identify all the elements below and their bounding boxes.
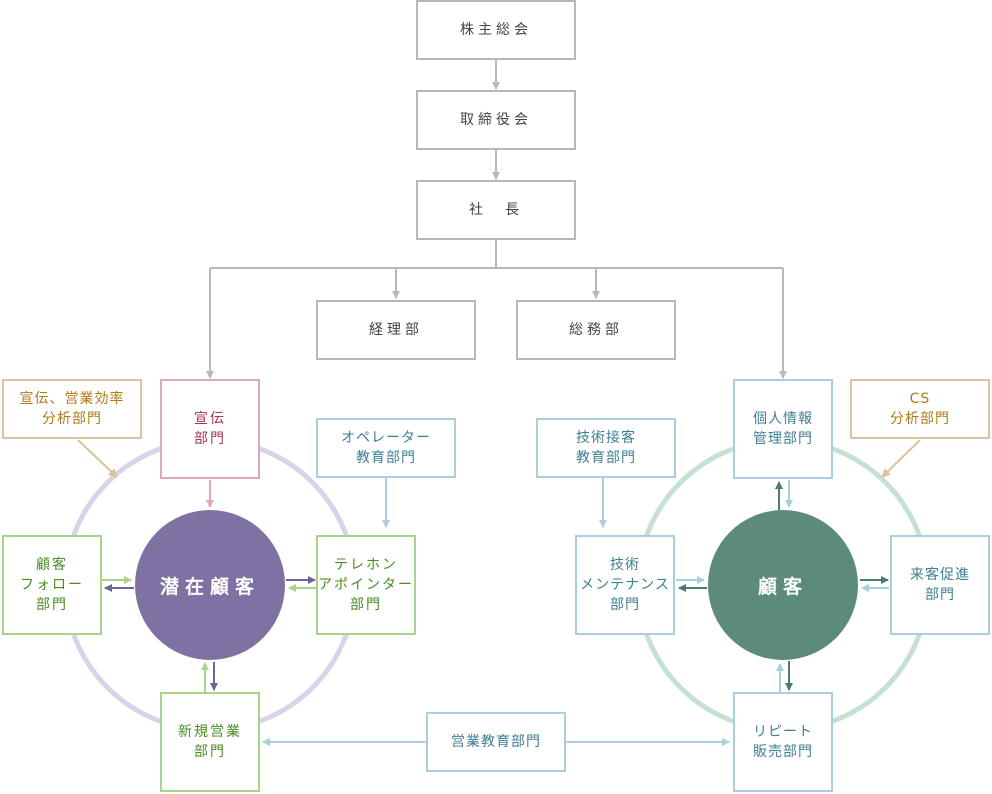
telephone-appointer-box: テレホン アポインター 部門 (316, 535, 416, 635)
board-box: 取締役会 (416, 90, 576, 150)
accounting-box: 経理部 (316, 300, 476, 360)
cs-analysis-box: CS 分析部門 (850, 379, 990, 439)
president-box: 社 長 (416, 180, 576, 240)
arrow-cs-analysis (881, 439, 921, 478)
customer-follow-box: 顧客 フォロー 部門 (2, 535, 102, 635)
operator-training-box: オペレーター 教育部門 (316, 418, 456, 478)
visit-promotion-box: 来客促進 部門 (890, 535, 990, 635)
shareholders-box: 株主総会 (416, 0, 576, 60)
new-sales-box: 新規営業 部門 (160, 692, 260, 792)
sales-training-box: 営業教育部門 (426, 712, 566, 772)
general-affairs-box: 総務部 (516, 300, 676, 360)
promotion-analysis-box: 宣伝、営業効率 分析部門 (2, 379, 142, 439)
customer-circle: 顧客 (708, 510, 858, 660)
tech-hospitality-training-box: 技術接客 教育部門 (536, 418, 676, 478)
tech-maintenance-box: 技術 メンテナンス 部門 (575, 535, 675, 635)
advertising-box: 宣伝 部門 (160, 379, 260, 479)
potential-customer-circle: 潜在顧客 (135, 510, 285, 660)
privacy-box: 個人情報 管理部門 (733, 379, 833, 479)
arrow-promotion-analysis (77, 439, 118, 478)
repeat-sales-box: リピート 販売部門 (733, 692, 833, 792)
